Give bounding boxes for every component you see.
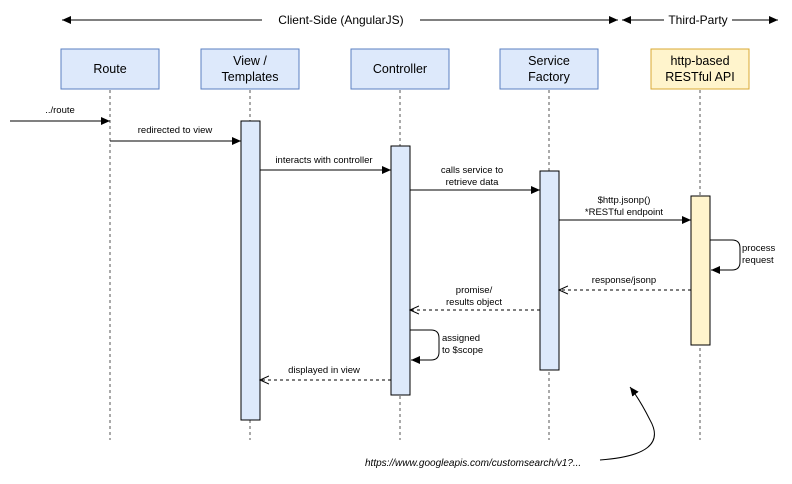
message-route-request-label: ../route: [45, 105, 75, 116]
participant-controller-label: Controller: [373, 62, 427, 76]
message-assigned-label-line2: to $scope: [442, 345, 483, 356]
client-side-label: Client-Side (AngularJS): [278, 13, 403, 27]
url-annotation-arrow: [599, 386, 655, 461]
section-headers: Client-Side (AngularJS) Third-Party: [62, 13, 778, 27]
message-assigned-loop: [410, 329, 440, 364]
third-party-label: Third-Party: [668, 13, 727, 27]
activation-controller: [390, 145, 411, 396]
url-annotation-label: https://www.googleapis.com/customsearch/…: [365, 458, 581, 469]
message-redirected-label: redirected to view: [138, 125, 213, 136]
participant-api-label-line1: http-based: [670, 54, 729, 68]
participant-view-label-line2: Templates: [222, 70, 279, 84]
participant-service-label-line2: Factory: [528, 70, 570, 84]
message-displayed-label: displayed in view: [288, 365, 360, 376]
participant-route-label: Route: [93, 62, 126, 76]
participant-service-label-line1: Service: [528, 54, 570, 68]
message-http-jsonp-label-line2: *RESTful endpoint: [585, 207, 664, 218]
message-process-label-line1: process: [742, 243, 776, 254]
participant-controller: Controller: [350, 48, 450, 90]
message-promise-label-line1: promise/: [456, 285, 493, 296]
activation-api: [690, 195, 711, 346]
activations: [240, 120, 711, 421]
message-calls-service-label-line2: retrieve data: [446, 177, 500, 188]
participants: Route View / Templates Controller Servic…: [60, 48, 750, 90]
activation-service: [539, 170, 560, 371]
participant-api: http-based RESTful API: [650, 48, 750, 90]
message-assigned-label-line1: assigned: [442, 333, 480, 344]
message-interacts-label: interacts with controller: [275, 155, 372, 166]
participant-api-label-line2: RESTful API: [665, 70, 734, 84]
activation-view: [240, 120, 261, 421]
url-annotation: https://www.googleapis.com/customsearch/…: [365, 386, 655, 469]
message-process-label-line2: request: [742, 255, 774, 266]
participant-view: View / Templates: [200, 48, 300, 90]
message-http-jsonp-label-line1: $http.jsonp(): [598, 195, 651, 206]
message-promise-label-line2: results object: [446, 297, 502, 308]
participant-view-label-line1: View /: [233, 54, 267, 68]
message-response-label: response/jsonp: [592, 275, 656, 286]
message-calls-service-label-line1: calls service to: [441, 165, 503, 176]
participant-service: Service Factory: [499, 48, 599, 90]
messages: ../route redirected to view interacts wi…: [10, 105, 776, 380]
message-process-loop: [710, 239, 741, 274]
participant-route: Route: [60, 48, 160, 90]
